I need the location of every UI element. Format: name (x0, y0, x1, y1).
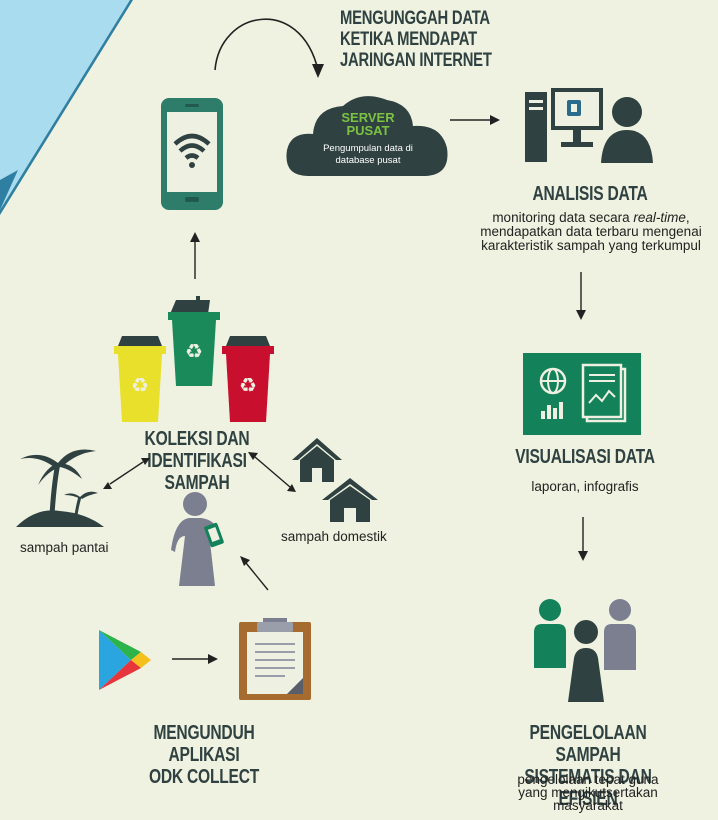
svg-text:♻: ♻ (239, 373, 257, 397)
houses-icon (292, 438, 378, 522)
person-with-phone-icon (171, 492, 224, 586)
upload-title: MENGUNGGAH DATA KETIKA MENDAPAT JARINGAN… (340, 8, 492, 71)
management-desc: pengelolaan tepat guna yang mengikutsert… (488, 772, 688, 813)
server-title: SERVER PUSAT (336, 111, 400, 137)
server-desc-line: Pengumpulan data di (323, 143, 413, 154)
download-title-line: MENGUNDUH APLIKASI (153, 722, 255, 766)
svg-text:♻: ♻ (185, 339, 203, 363)
analysis-desc-text: monitoring data secara (492, 210, 630, 225)
collection-title-line: KOLEKSI DAN IDENTIFIKASI (144, 428, 250, 472)
play-store-icon (99, 630, 151, 690)
analysis-desc-line: monitoring data secara real-time, (464, 211, 718, 225)
people-group-icon (534, 599, 636, 702)
download-title-line: ODK COLLECT (148, 766, 260, 788)
management-title-line: SISTEMATIS DAN EFISIEN (524, 766, 652, 810)
server-desc-line: database pusat (335, 155, 401, 166)
download-title: MENGUNDUH APLIKASI ODK COLLECT (126, 722, 282, 788)
upload-title-line: MENGUNGGAH DATA (340, 8, 490, 29)
phone-wifi-icon (161, 98, 223, 210)
visual-desc: laporan, infografis (531, 479, 639, 494)
management-title-line: PENGELOLAAN SAMPAH (529, 722, 647, 766)
dashboard-icon (523, 353, 641, 435)
computer-user-icon (525, 88, 653, 163)
server-desc: Pengumpulan data di database pusat (298, 143, 438, 167)
server-title-line: SERVER (341, 110, 395, 125)
clipboard-form-icon (239, 618, 311, 700)
analysis-desc-line: karakteristik sampah yang terkumpul (481, 238, 701, 253)
analysis-desc: monitoring data secara real-time, mendap… (464, 211, 718, 253)
collection-title: KOLEKSI DAN IDENTIFIKASI SAMPAH (115, 428, 279, 494)
upload-title-line: KETIKA MENDAPAT (340, 29, 477, 50)
upload-title-line: JARINGAN INTERNET (340, 50, 492, 71)
server-title-line: PUSAT (346, 123, 390, 138)
analysis-desc-text: , (685, 210, 690, 225)
analysis-desc-italic: real-time (633, 210, 686, 225)
recycle-bins-icon: ♻ ♻ ♻ (114, 296, 274, 422)
visual-title: VISUALISASI DATA (515, 446, 655, 468)
domestic-label: sampah domestik (281, 529, 387, 544)
cloud-server-icon (286, 96, 448, 176)
management-desc-line: pengelolaan tepat guna (517, 772, 659, 787)
analysis-desc-line: mendapatkan data terbaru mengenai (480, 224, 702, 239)
management-title: PENGELOLAAN SAMPAH SISTEMATIS DAN EFISIE… (502, 722, 674, 810)
svg-text:♻: ♻ (131, 373, 149, 397)
palm-island-icon (16, 449, 104, 527)
beach-label: sampah pantai (20, 540, 109, 555)
management-desc-line: yang mengikutsertakan (518, 785, 658, 800)
management-desc-line: masyarakat (553, 798, 623, 813)
analysis-title: ANALISIS DATA (532, 183, 648, 205)
collection-title-line: SAMPAH (164, 472, 230, 494)
